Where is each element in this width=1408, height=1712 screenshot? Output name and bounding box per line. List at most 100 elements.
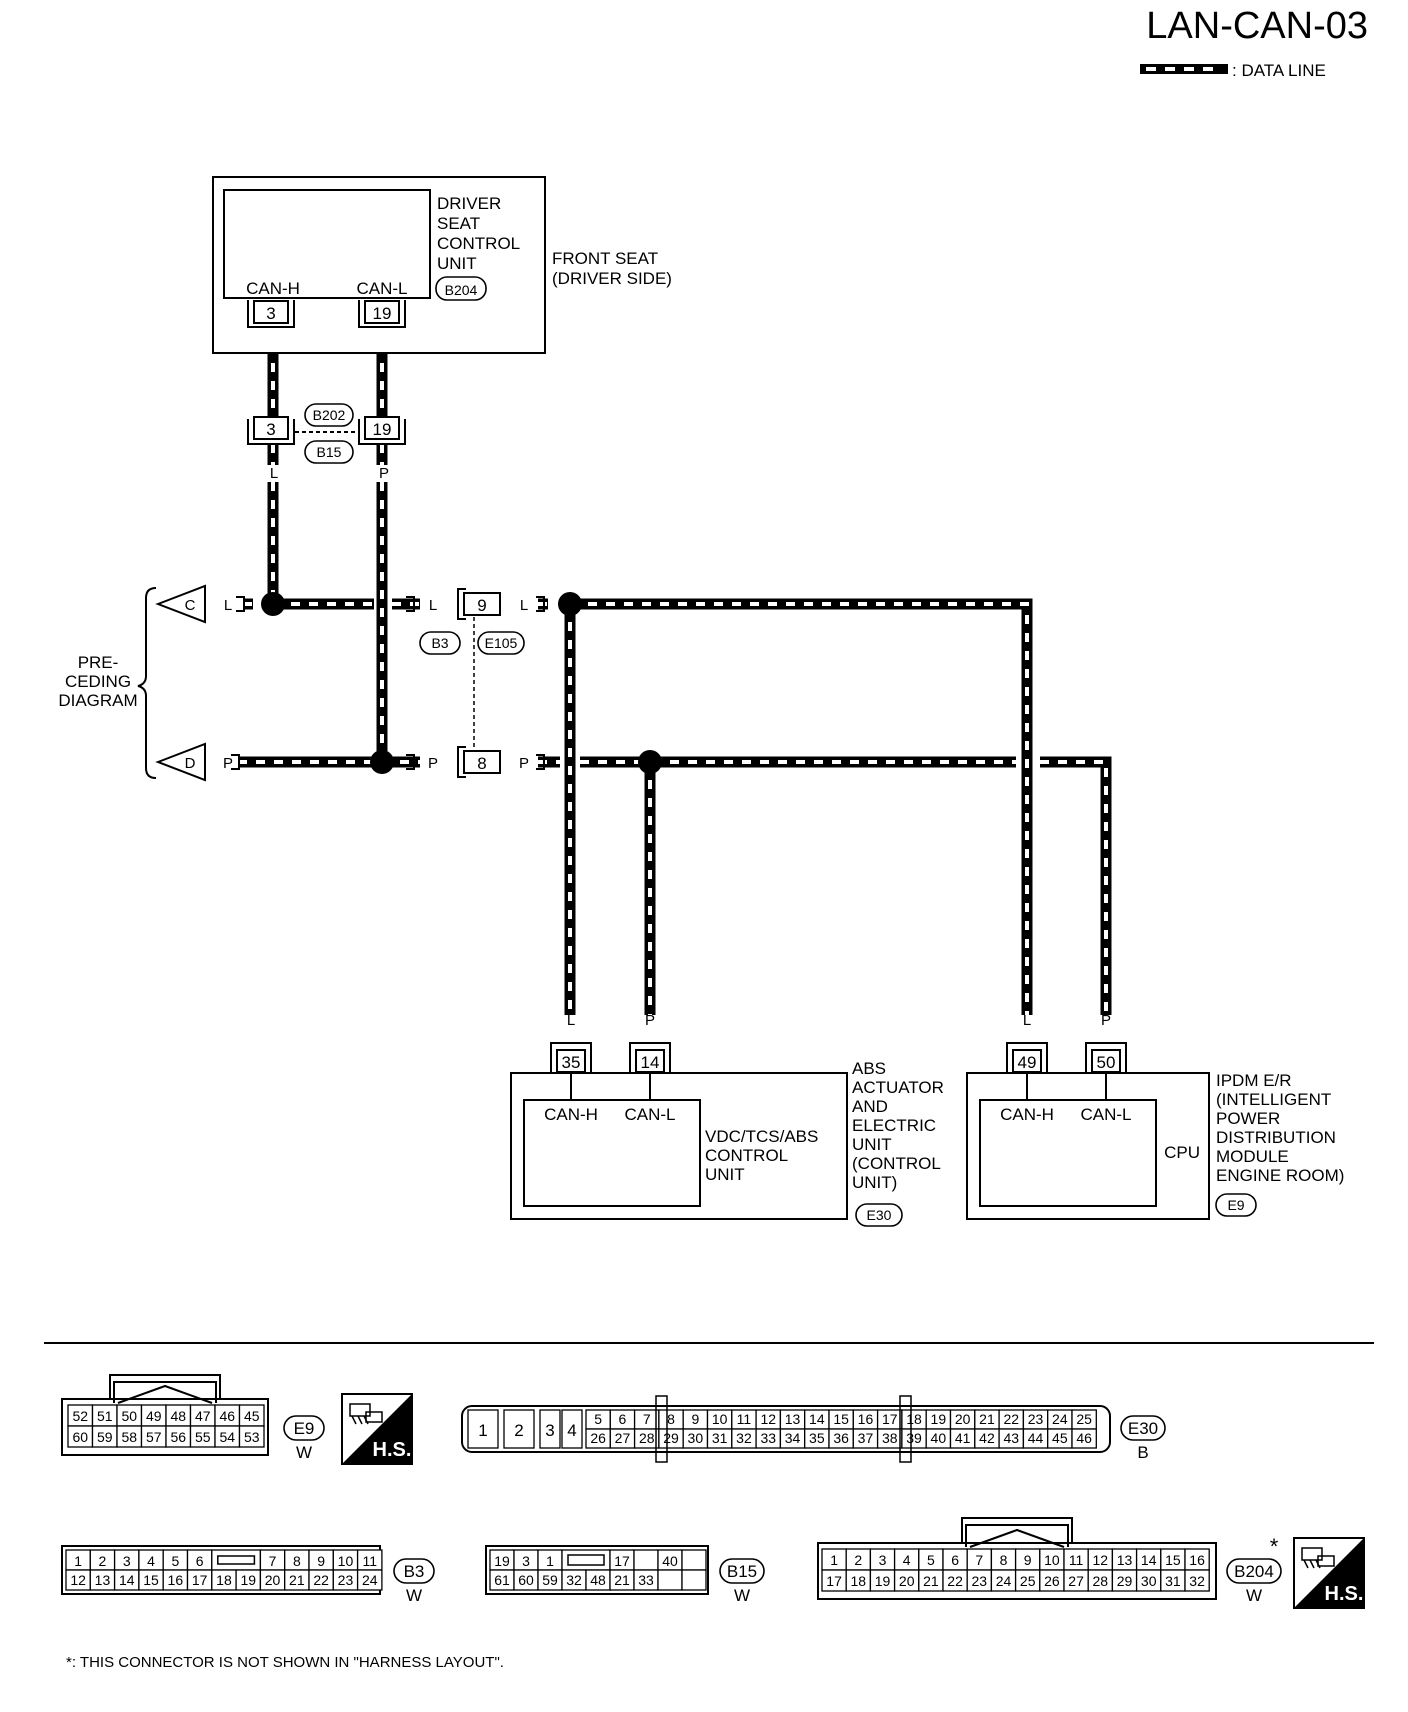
pin-number: 18 <box>906 1411 922 1427</box>
pin-number: 2 <box>854 1552 862 1568</box>
pin-number: 19 <box>240 1572 256 1588</box>
splice-point <box>370 750 394 774</box>
ipdm-pin-49: 49 <box>1018 1053 1037 1072</box>
pin-number: 16 <box>858 1411 874 1427</box>
wire-color-l-j2: L <box>520 597 528 614</box>
pin-number: 32 <box>1189 1573 1205 1589</box>
pin-number: 27 <box>1068 1573 1084 1589</box>
pin-number: 24 <box>996 1573 1012 1589</box>
ipdm-pin-50: 50 <box>1097 1053 1116 1072</box>
pin-number: 5 <box>927 1552 935 1568</box>
pin-number: 4 <box>903 1552 911 1568</box>
pin-number: 11 <box>737 1411 752 1427</box>
data-line-legend-label: : DATA LINE <box>1232 61 1326 80</box>
pin-number: 24 <box>1052 1411 1068 1427</box>
pin-number: 1 <box>478 1421 487 1440</box>
connector-face-id: B204 <box>1234 1562 1274 1581</box>
pin-number: 26 <box>590 1430 606 1446</box>
pin-number: 10 <box>338 1553 354 1569</box>
pin-number: 19 <box>494 1553 510 1569</box>
pin-number: 32 <box>736 1430 752 1446</box>
pin-number: 19 <box>875 1573 891 1589</box>
pin-number: 58 <box>121 1429 137 1445</box>
pin-number: 22 <box>947 1573 963 1589</box>
connector-face-color: W <box>734 1586 750 1605</box>
wire-color-p-seat: P <box>379 465 389 482</box>
pin-number: 59 <box>542 1572 558 1588</box>
wire-color-p-d: P <box>223 755 233 772</box>
pin-number: 16 <box>1189 1552 1205 1568</box>
pin-number: 15 <box>833 1411 849 1427</box>
wire-color-l-ipdm: L <box>1023 1012 1031 1029</box>
footnote: *: THIS CONNECTOR IS NOT SHOWN IN "HARNE… <box>66 1654 504 1671</box>
pin-number: 57 <box>146 1429 162 1445</box>
connector-face-color: W <box>296 1443 312 1462</box>
pin-number: 45 <box>244 1408 260 1424</box>
wire-color-l-j1: L <box>429 597 437 614</box>
pin-number: 4 <box>147 1553 155 1569</box>
pin-number: 59 <box>97 1429 113 1445</box>
pin-number: 19 <box>931 1411 947 1427</box>
splice-point <box>558 592 582 616</box>
pin-number: 23 <box>338 1572 354 1588</box>
pin-number: 42 <box>979 1430 995 1446</box>
pin-number: 31 <box>712 1430 728 1446</box>
pin-number: 3 <box>123 1553 131 1569</box>
pin-number: 38 <box>882 1430 898 1446</box>
pin-number: 40 <box>662 1553 678 1569</box>
pin-number: 17 <box>192 1572 208 1588</box>
pin-number: 17 <box>826 1573 842 1589</box>
pin-number: 40 <box>931 1430 947 1446</box>
connector-face-color: B <box>1137 1443 1148 1462</box>
pin-number: 60 <box>72 1429 88 1445</box>
pin-number: 6 <box>951 1552 959 1568</box>
pin-number: 20 <box>265 1572 281 1588</box>
driver-seat-can-h-label: CAN-H <box>246 279 300 298</box>
pin-number: 30 <box>1141 1573 1157 1589</box>
abs-can-h-label: CAN-H <box>544 1105 598 1124</box>
wire-color-l-seat: L <box>270 465 278 482</box>
pin-number: 34 <box>785 1430 801 1446</box>
harness-pin-19: 19 <box>373 420 392 439</box>
pin-number: 8 <box>1000 1552 1008 1568</box>
abs-pin-14: 14 <box>641 1053 660 1072</box>
pin-number: 20 <box>955 1411 971 1427</box>
pin-number: 14 <box>809 1411 825 1427</box>
pin-number: 28 <box>1093 1573 1109 1589</box>
pin-number: 45 <box>1052 1430 1068 1446</box>
ipdm-inner-name: CPU <box>1164 1143 1200 1162</box>
abs-pin-35: 35 <box>562 1053 581 1072</box>
driver-seat-connector-id: B204 <box>445 282 478 298</box>
connector-face-id: B3 <box>404 1562 425 1581</box>
pin-number: 30 <box>688 1430 704 1446</box>
ipdm-connector-id: E9 <box>1227 1197 1244 1213</box>
pin-number: 21 <box>923 1573 939 1589</box>
pin-number: 22 <box>1003 1411 1019 1427</box>
connector-face-color: W <box>406 1586 422 1605</box>
pin-number: 25 <box>1020 1573 1036 1589</box>
pin-number: 37 <box>858 1430 874 1446</box>
joint-id-e105: E105 <box>485 635 518 651</box>
pin-number: 8 <box>293 1553 301 1569</box>
pin-number: 13 <box>785 1411 801 1427</box>
pin-number: 31 <box>1165 1573 1181 1589</box>
pin-number: 18 <box>851 1573 867 1589</box>
joint-id-b3: B3 <box>431 635 448 651</box>
harness-id-b15: B15 <box>317 444 342 460</box>
pin-number: 28 <box>639 1430 655 1446</box>
ipdm-unit: L P 49 50 CAN-H CAN-L CPU IPDM E/R(INTEL… <box>966 1012 1344 1220</box>
pin-number: 6 <box>619 1411 627 1427</box>
pin-number: 39 <box>906 1430 922 1446</box>
pin-number: 4 <box>567 1421 576 1440</box>
pin-number: 13 <box>1117 1552 1133 1568</box>
wire-color-p-abs: P <box>645 1012 655 1029</box>
pin-number: 33 <box>638 1572 654 1588</box>
pin-number: 27 <box>615 1430 631 1446</box>
pin-number: 55 <box>195 1429 211 1445</box>
pin-number: 7 <box>975 1552 983 1568</box>
pin-number: 46 <box>219 1408 235 1424</box>
